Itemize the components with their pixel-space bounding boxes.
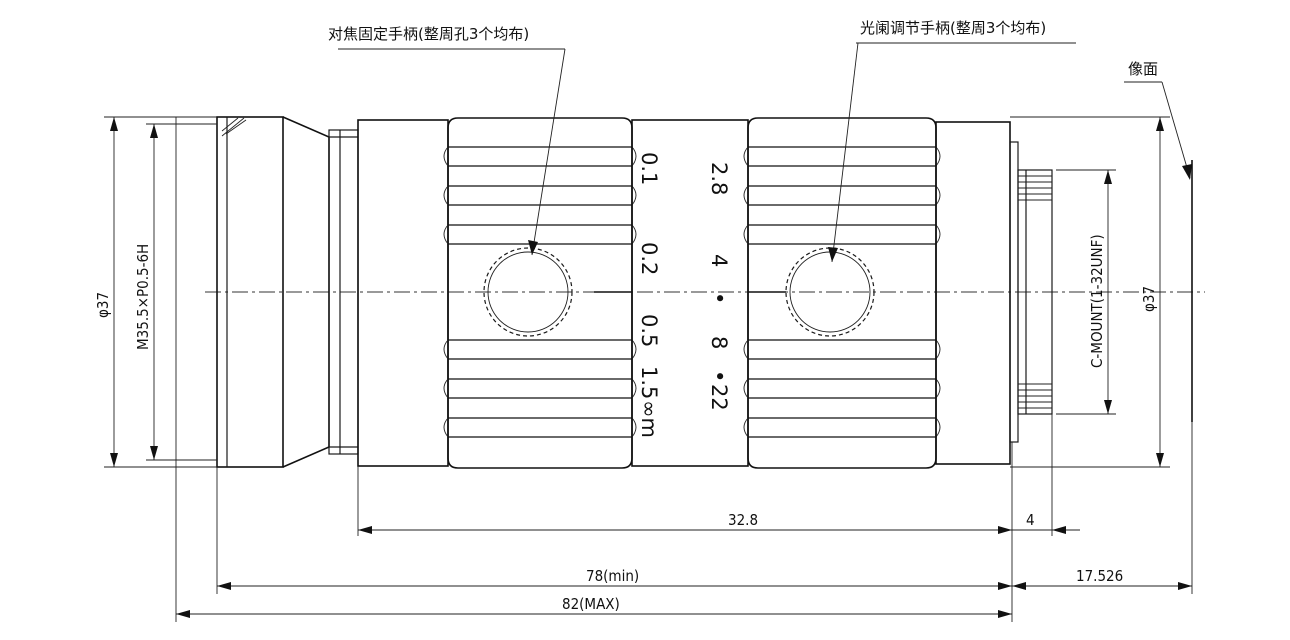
- mount-length-dim: [1012, 526, 1080, 534]
- iris-handle-knob: [785, 247, 875, 337]
- aperture-scale-mark-2: •: [707, 292, 731, 304]
- focus-scale: 0.1 0.2 0.5 1.5∞m: [637, 152, 661, 438]
- flange-back-label: 17.526: [1076, 567, 1123, 585]
- length-max-label: 82(MAX): [562, 595, 620, 613]
- body-length-dim: [358, 526, 1012, 534]
- aperture-scale-mark-5: 22: [707, 384, 731, 411]
- iris-handle-callout: 光阑调节手柄(整周3个均布): [860, 19, 1046, 37]
- rear-diameter-label: φ37: [1140, 286, 1158, 312]
- mount-dim: [1056, 169, 1116, 415]
- focus-handle-callout: 对焦固定手柄(整周孔3个均布): [328, 25, 529, 43]
- image-plane-callout: 像面: [1128, 60, 1158, 78]
- aperture-scale-mark-3: 8: [707, 336, 731, 349]
- mount-label: C-MOUNT(1-32UNF): [1088, 234, 1106, 368]
- aperture-scale: 2.8 4 • 8 • 22: [707, 162, 731, 411]
- focus-scale-mark-3: 1.5: [637, 366, 661, 399]
- length-min-label: 78(min): [586, 567, 639, 585]
- rear-body: [935, 121, 1053, 465]
- focus-ring-ribs: [448, 146, 632, 438]
- length-max-dim: [176, 610, 1012, 618]
- aperture-scale-mark-4: •: [707, 370, 731, 382]
- focus-scale-mark-2: 0.5: [637, 314, 661, 347]
- focus-handle-knob: [483, 247, 573, 337]
- aperture-scale-mark-0: 2.8: [707, 162, 731, 195]
- focus-handle-knob-inner: [487, 251, 569, 333]
- iris-ring: [743, 117, 941, 469]
- body-length-label: 32.8: [728, 511, 758, 529]
- front-diameter-dim: [104, 116, 217, 468]
- mount-length-label: 4: [1026, 511, 1035, 529]
- front-barrel: [216, 116, 449, 468]
- front-thread-dim: [146, 123, 217, 461]
- front-thread-label: M35.5×P0.5-6H: [134, 244, 152, 350]
- front-diameter-label: φ37: [94, 292, 112, 318]
- focus-ring: [443, 117, 637, 469]
- focus-scale-mark-0: 0.1: [637, 152, 661, 185]
- length-min-dim: [217, 582, 1192, 590]
- focus-scale-mark-4: ∞m: [637, 400, 661, 438]
- rear-diameter-dim: [1010, 116, 1170, 468]
- focus-scale-mark-1: 0.2: [637, 242, 661, 275]
- aperture-scale-mark-1: 4: [707, 254, 731, 267]
